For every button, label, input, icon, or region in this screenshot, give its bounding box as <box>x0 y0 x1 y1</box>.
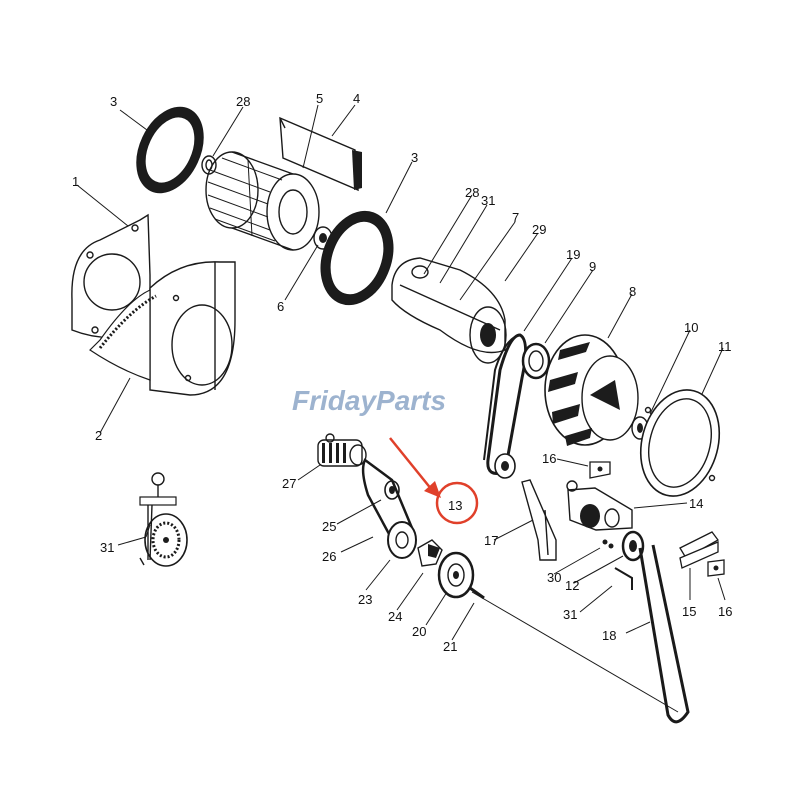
callout-8[interactable]: 8 <box>629 284 636 299</box>
watermark-text-friday: Friday <box>292 385 377 416</box>
part-13-pulley[interactable] <box>494 453 516 479</box>
callout-9[interactable]: 9 <box>589 259 596 274</box>
part-20-pulley[interactable] <box>437 551 475 599</box>
part-27-motor[interactable] <box>317 433 367 467</box>
callout-25[interactable]: 25 <box>322 519 336 534</box>
callout-10[interactable]: 10 <box>684 320 698 335</box>
callout-13-highlighted[interactable]: 13 <box>448 498 462 513</box>
callout-15[interactable]: 15 <box>682 604 696 619</box>
callout-28-right[interactable]: 29 <box>532 222 546 237</box>
callout-31-left[interactable]: 31 <box>100 540 114 555</box>
part-11-front-ring[interactable] <box>629 381 730 505</box>
callout-19[interactable]: 18 <box>602 628 616 643</box>
callout-labels: 3 28 5 4 3 1 6 2 28 31 7 29 19 9 8 10 11… <box>72 91 732 654</box>
part-8-fan-wheel[interactable] <box>544 334 639 446</box>
callout-5[interactable]: 5 <box>316 91 323 106</box>
callout-23[interactable]: 23 <box>358 592 372 607</box>
callout-3-right[interactable]: 3 <box>411 150 418 165</box>
callout-4[interactable]: 4 <box>353 91 360 106</box>
callout-7[interactable]: 7 <box>512 210 519 225</box>
part-31-assembly[interactable] <box>139 472 188 567</box>
part-21-screw[interactable] <box>469 586 485 600</box>
callout-27[interactable]: 27 <box>282 476 296 491</box>
callout-22[interactable]: 28 <box>236 94 250 109</box>
callout-21[interactable]: 21 <box>443 639 457 654</box>
part-9-pulley[interactable] <box>521 342 551 380</box>
callout-29[interactable]: 30 <box>547 570 561 585</box>
svg-text:FridayParts: FridayParts <box>292 385 446 416</box>
part-4-baffle[interactable] <box>279 116 362 192</box>
highlight-arrow <box>389 437 441 498</box>
part-7-bearing-plate[interactable] <box>391 257 507 364</box>
part-16-bracket-top[interactable] <box>589 461 611 479</box>
part-23-pulley[interactable] <box>387 521 417 559</box>
callout-30[interactable]: 31 <box>481 193 495 208</box>
callout-26[interactable]: 26 <box>322 549 336 564</box>
belt-path-line <box>471 591 679 713</box>
callout-1[interactable]: 1 <box>72 174 79 189</box>
part-15-mount-plate[interactable] <box>679 531 719 569</box>
callout-2[interactable]: 2 <box>95 428 102 443</box>
callout-6[interactable]: 6 <box>277 299 284 314</box>
part-2-housing-shell[interactable] <box>89 261 236 396</box>
watermark-logo: FridayParts <box>292 385 446 416</box>
callout-20[interactable]: 20 <box>412 624 426 639</box>
part-24-knob[interactable] <box>417 539 443 567</box>
callout-16-bottom[interactable]: 16 <box>718 604 732 619</box>
part-19-long-belt[interactable] <box>638 544 690 724</box>
callout-18[interactable]: 19 <box>566 247 580 262</box>
part-14-motor-bracket[interactable] <box>566 480 633 531</box>
callout-16-top[interactable]: 16 <box>542 451 556 466</box>
callout-14[interactable]: 14 <box>689 496 703 511</box>
part-12-pulley[interactable] <box>621 530 645 562</box>
part-5-blower-wheel[interactable] <box>205 151 320 251</box>
watermark-text-parts: Parts <box>376 385 446 416</box>
part-17-tension-arm[interactable] <box>521 479 557 561</box>
callout-11[interactable]: 11 <box>718 339 732 354</box>
part-18-belt[interactable] <box>483 333 527 475</box>
callout-24[interactable]: 24 <box>388 609 402 624</box>
callout-12[interactable]: 12 <box>565 578 579 593</box>
part-16-bracket-bottom[interactable] <box>707 559 725 577</box>
part-29-screws[interactable] <box>602 539 614 549</box>
part-3-gasket-right[interactable] <box>309 201 406 314</box>
part-31-rod[interactable] <box>614 567 633 590</box>
callout-3-left[interactable]: 3 <box>110 94 117 109</box>
callout-31-right[interactable]: 31 <box>563 607 577 622</box>
highlight-circle <box>435 481 479 525</box>
callout-17[interactable]: 17 <box>484 533 498 548</box>
callout-28-left[interactable]: 28 <box>465 185 479 200</box>
part-3-gasket-left[interactable] <box>124 97 216 204</box>
leader-lines <box>76 104 726 641</box>
